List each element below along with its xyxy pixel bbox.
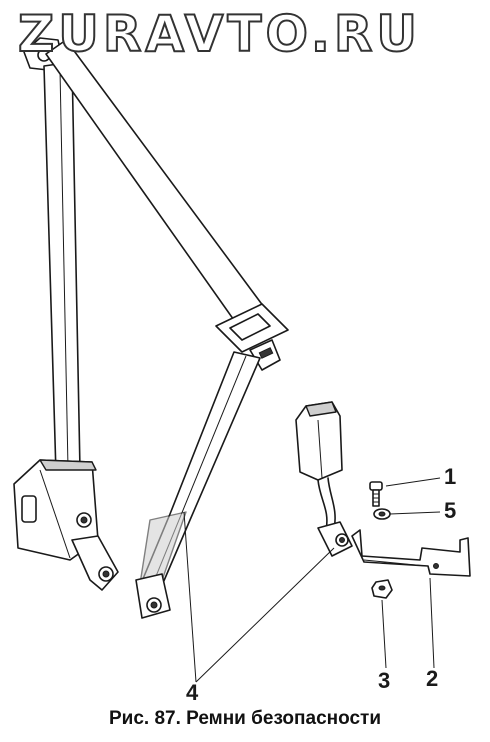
diagonal-strap (45, 39, 279, 341)
buckle-assembly (295, 401, 353, 557)
vertical-strap (43, 61, 81, 475)
lap-strap (139, 351, 261, 591)
nut-part-3 (371, 579, 393, 599)
watermark-text: ZURAVTO.RU (17, 4, 421, 64)
bolt-part-1 (369, 481, 383, 507)
leader-lines (183, 477, 441, 683)
washer-part-5 (373, 508, 391, 520)
lap-floor-anchor (135, 573, 171, 619)
bracket-part-2 (351, 529, 471, 577)
figure-caption: Рис. 87. Ремни безопасности (108, 708, 382, 729)
callout-label-5: 5 (444, 498, 457, 523)
callout-label-2: 2 (426, 666, 439, 691)
callout-label-4: 4 (186, 680, 199, 705)
callout-label-3: 3 (378, 668, 391, 693)
retractor-unit (13, 459, 119, 591)
callout-label-1: 1 (444, 464, 457, 489)
